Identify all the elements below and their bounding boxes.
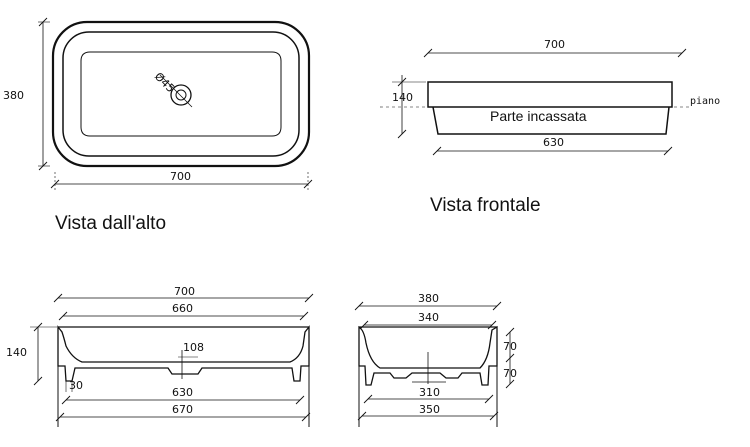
basin-inner-rim	[62, 31, 300, 157]
long-section	[30, 293, 314, 427]
drain-diameter-dim: Ø45	[152, 70, 177, 95]
cross-inner-width-dim: 340	[418, 311, 439, 324]
cross-section	[354, 301, 515, 427]
cross-upper-height-dim: 70	[503, 340, 517, 353]
counter-label: piano	[690, 96, 720, 107]
long-section-profile	[57, 325, 310, 382]
cross-outer-base-dim: 350	[419, 403, 440, 416]
top-depth-dim: 380	[3, 89, 24, 102]
front-view-caption: Vista frontale	[430, 195, 541, 216]
recessed-part-label: Parte incassata	[490, 108, 587, 124]
front-top-width-dim: 700	[544, 38, 565, 51]
front-rim	[427, 81, 673, 108]
basin-outer-rim	[51, 20, 311, 168]
front-bottom-width-dim: 630	[543, 136, 564, 149]
long-height-dim: 140	[6, 346, 27, 359]
long-base-width-dim: 630	[172, 386, 193, 399]
front-view	[380, 48, 690, 156]
cross-section-profile	[358, 325, 498, 386]
drain-inner-icon	[175, 89, 187, 101]
cross-base-width-dim: 310	[419, 386, 440, 399]
basin-bowl-edge	[80, 51, 282, 137]
front-height-dim: 140	[392, 91, 413, 104]
top-width-dim: 700	[170, 170, 191, 183]
long-outer-base-dim: 670	[172, 403, 193, 416]
front-recessed-body	[432, 106, 670, 135]
top-view	[38, 17, 313, 190]
drain-outer-icon	[170, 84, 192, 106]
long-inner-width-dim: 660	[172, 302, 193, 315]
long-drain-height-dim: 108	[183, 341, 204, 354]
cross-overall-width-dim: 380	[418, 292, 439, 305]
long-foot-dim: 30	[69, 379, 83, 392]
top-view-caption: Vista dall'alto	[55, 213, 166, 234]
cross-lower-height-dim: 70	[503, 367, 517, 380]
long-overall-width-dim: 700	[174, 285, 195, 298]
